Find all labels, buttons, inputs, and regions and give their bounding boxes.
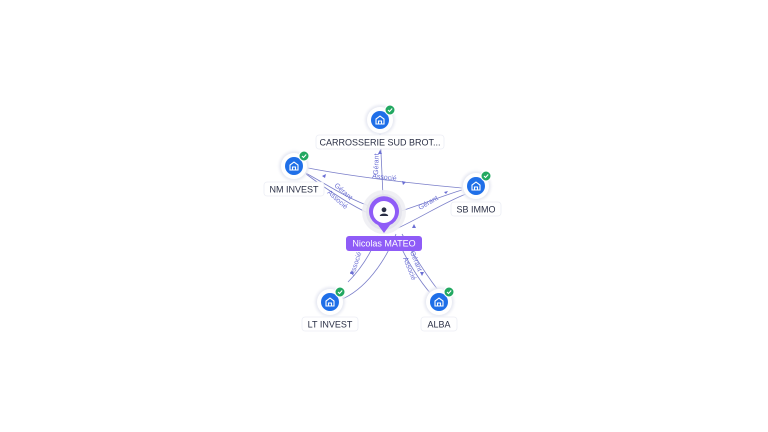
verified-check-icon — [334, 286, 346, 298]
company-label-sb-immo: SB IMMO — [456, 205, 495, 215]
edge-arrow — [444, 191, 448, 194]
verified-check-icon — [443, 286, 455, 298]
building-icon — [434, 297, 444, 307]
building-icon — [325, 297, 335, 307]
company-label-nm-invest: NM INVEST — [269, 185, 319, 195]
building-icon — [289, 161, 299, 171]
person-label: Nicolas MATEO — [352, 239, 415, 249]
person-node-center[interactable]: Nicolas MATEO — [346, 190, 422, 251]
company-node-lt-invest[interactable]: LT INVEST — [301, 286, 359, 332]
company-node-nm-invest[interactable]: NM INVEST — [263, 150, 325, 197]
edge-label-carrosserie: Gérant — [373, 153, 381, 175]
company-label-carrosserie: CARROSSERIE SUD BROT... — [319, 138, 440, 148]
edge-arrow — [402, 181, 406, 185]
person-icon — [379, 207, 389, 216]
verified-check-icon — [480, 170, 492, 182]
company-node-sb-immo[interactable]: SB IMMO — [450, 170, 502, 217]
verified-check-icon — [384, 104, 396, 116]
building-icon — [471, 181, 481, 191]
edge-label-lt-associe: Associé — [349, 251, 363, 277]
edge-arrow — [322, 174, 326, 178]
edge-arrow — [350, 270, 354, 274]
edge-label-sb-gerant: Gérant — [418, 195, 440, 212]
edge-arrow — [378, 150, 382, 154]
company-node-carrosserie[interactable]: CARROSSERIE SUD BROT... — [315, 104, 445, 150]
edge-nm-sb — [307, 167, 463, 189]
building-icon — [375, 115, 385, 125]
company-node-alba[interactable]: ALBA — [420, 286, 458, 332]
edge-sb-immo-2 — [397, 193, 467, 229]
company-label-lt-invest: LT INVEST — [308, 320, 353, 330]
edge-label-nm-sb-associe: Associé — [372, 173, 397, 183]
company-label-alba: ALBA — [427, 320, 450, 330]
edge-arrow — [420, 272, 424, 276]
edge-arrow — [412, 224, 416, 228]
verified-check-icon — [298, 150, 310, 162]
